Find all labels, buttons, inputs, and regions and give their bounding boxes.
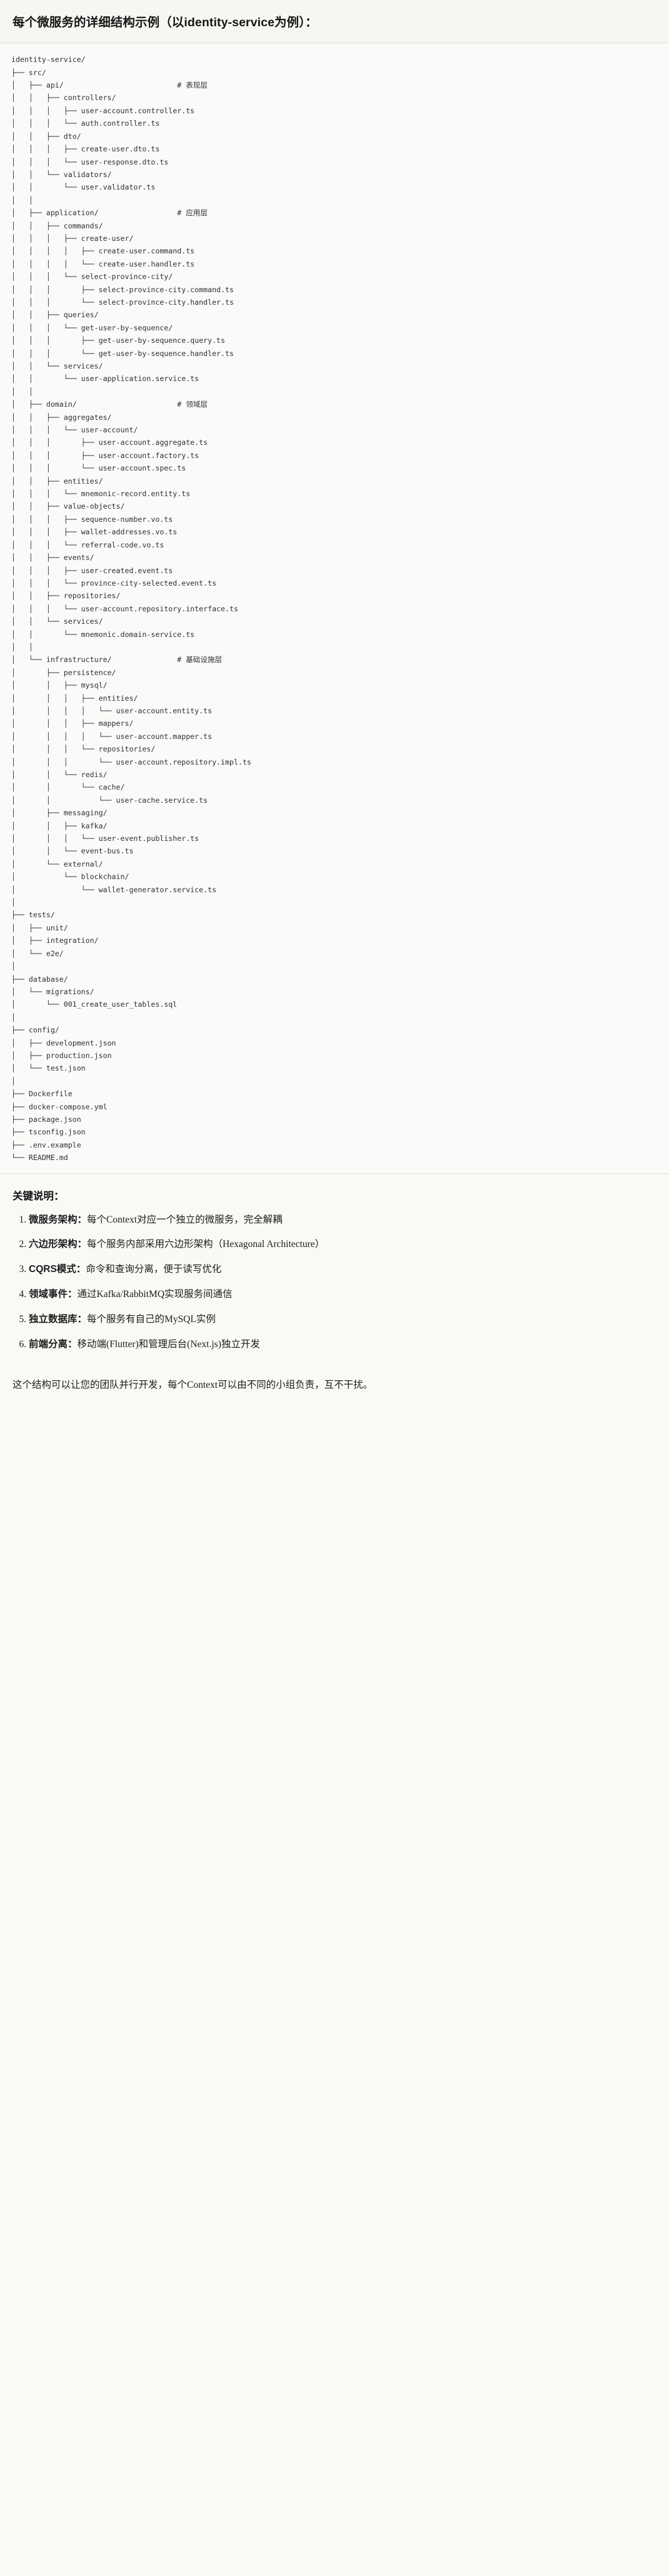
key-point-lead: 独立数据库	[29, 1313, 78, 1325]
key-point-body: 每个Context对应一个独立的微服务，完全解耦	[87, 1214, 283, 1225]
list-item: 六边形架构：每个服务内部采用六边形架构（Hexagonal Architectu…	[29, 1237, 656, 1253]
directory-tree-block: identity-service/ ├── src/ │ ├── api/ # …	[0, 43, 669, 1173]
key-point-body: 命令和查询分离，便于读写优化	[86, 1264, 222, 1275]
list-item: 领域事件：通过Kafka/RabbitMQ实现服务间通信	[29, 1287, 656, 1303]
key-point-lead: 领域事件	[29, 1289, 68, 1300]
directory-tree: identity-service/ ├── src/ │ ├── api/ # …	[11, 55, 251, 1163]
key-point-body: 通过Kafka/RabbitMQ实现服务间通信	[77, 1289, 233, 1300]
list-item: 独立数据库：每个服务有自己的MySQL实例	[29, 1312, 656, 1328]
page-title: 每个微服务的详细结构示例（以identity-service为例）：	[0, 0, 669, 44]
key-point-sep: ：	[77, 1214, 88, 1225]
key-points-title: 关键说明：	[13, 1190, 64, 1202]
list-item: 前端分离：移动端(Flutter)和管理后台(Next.js)独立开发	[29, 1337, 656, 1353]
key-point-body: 每个服务内部采用六边形架构（Hexagonal Architecture）	[87, 1239, 325, 1250]
key-point-lead: CQRS模式	[29, 1264, 76, 1275]
list-item: 微服务架构：每个Context对应一个独立的微服务，完全解耦	[29, 1213, 656, 1228]
key-point-sep: ：	[76, 1264, 86, 1275]
document-page: 每个微服务的详细结构示例（以identity-service为例）： ident…	[0, 0, 669, 1393]
key-point-sep: ：	[68, 1289, 78, 1300]
key-point-sep: ：	[77, 1239, 88, 1250]
key-point-sep: ：	[68, 1338, 78, 1350]
key-point-sep: ：	[77, 1313, 88, 1325]
key-points-list: 微服务架构：每个Context对应一个独立的微服务，完全解耦 六边形架构：每个服…	[13, 1213, 656, 1353]
key-point-body: 每个服务有自己的MySQL实例	[87, 1313, 216, 1325]
key-point-body: 移动端(Flutter)和管理后台(Next.js)独立开发	[77, 1338, 260, 1350]
footer-note: 这个结构可以让您的团队并行开发，每个Context可以由不同的小组负责，互不干扰…	[13, 1380, 373, 1391]
key-point-lead: 六边形架构	[29, 1239, 78, 1250]
list-item: CQRS模式：命令和查询分离，便于读写优化	[29, 1262, 656, 1278]
key-point-lead: 前端分离	[29, 1338, 68, 1350]
key-points-section: 关键说明： 微服务架构：每个Context对应一个独立的微服务，完全解耦 六边形…	[0, 1173, 669, 1366]
key-point-lead: 微服务架构	[29, 1214, 78, 1225]
